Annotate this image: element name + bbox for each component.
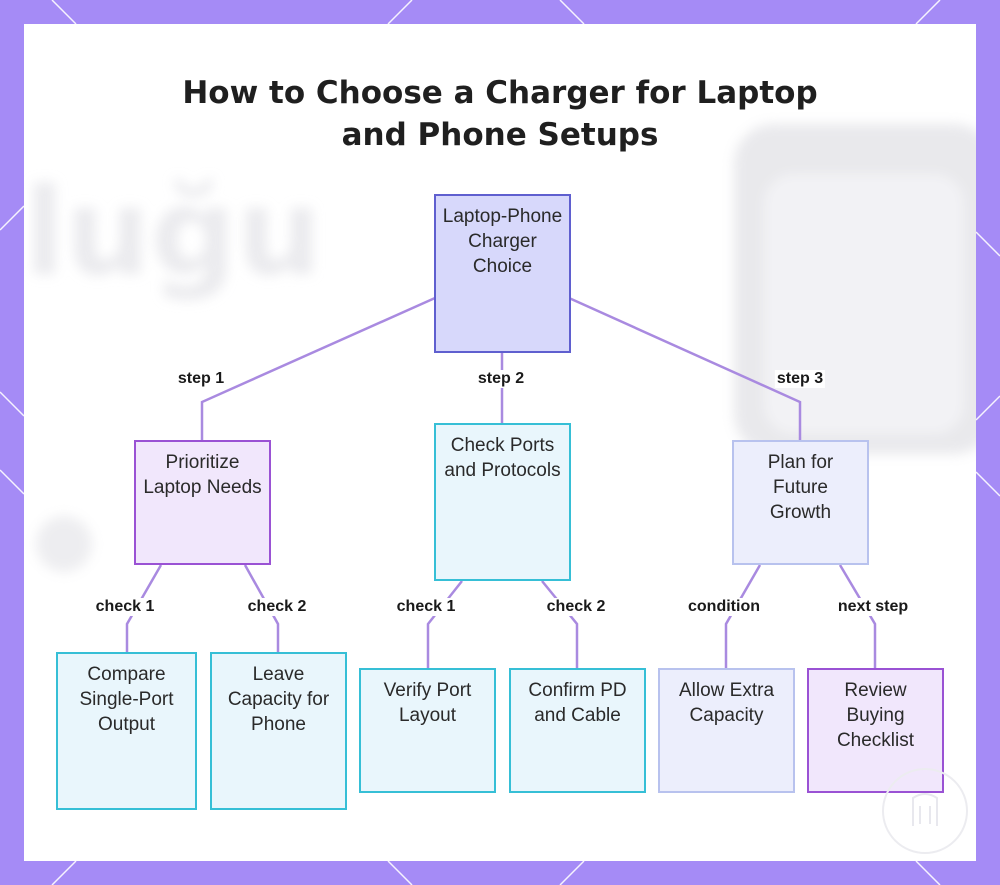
background-decoration: luğu — [24, 124, 976, 572]
node-label: Prioritize Laptop Needs — [143, 452, 262, 498]
edge-root-prioritize — [200, 296, 436, 440]
connector-lines — [125, 296, 877, 668]
edge-prioritize-leave — [243, 564, 280, 652]
node-allow-extra-capacity: Allow Extra Capacity — [658, 668, 795, 793]
node-review-buying-checklist: Review Buying Checklist — [807, 668, 944, 793]
edge-label-ports-check-1: check 1 — [394, 598, 458, 616]
node-label: Compare Single-Port Output — [79, 664, 174, 735]
edge-label-step-2: step 2 — [475, 370, 527, 388]
node-label: Verify Port Layout — [383, 680, 472, 726]
diagram-canvas: luğu How to Choose a Charger for Laptop … — [24, 24, 976, 861]
node-check-ports-and-protocols: Check Ports and Protocols — [434, 423, 571, 581]
node-compare-single-port-output: Compare Single-Port Output — [56, 652, 197, 810]
diagram-title: How to Choose a Charger for Laptop and P… — [24, 72, 976, 156]
edge-prioritize-compare — [125, 564, 163, 652]
edge-root-plan — [568, 296, 802, 440]
node-label: Plan for Future Growth — [767, 452, 834, 523]
edge-label-ports-check-2: check 2 — [544, 598, 608, 616]
edge-label-next-step: next step — [835, 598, 911, 616]
edge-ports-confirm — [541, 580, 579, 668]
watermark-logo-icon — [882, 768, 968, 854]
edge-label-prioritize-check-1: check 1 — [93, 598, 157, 616]
node-prioritize-laptop-needs: Prioritize Laptop Needs — [134, 440, 271, 565]
node-label: Confirm PD and Cable — [528, 680, 627, 726]
background-watermark-text: luğu — [24, 164, 322, 303]
node-confirm-pd-and-cable: Confirm PD and Cable — [509, 668, 646, 793]
edge-label-condition: condition — [686, 598, 762, 616]
node-label: Check Ports and Protocols — [444, 435, 561, 481]
edge-label-step-3: step 3 — [774, 370, 826, 388]
edge-label-prioritize-check-2: check 2 — [245, 598, 309, 616]
edge-plan-review — [838, 564, 877, 668]
node-leave-capacity-for-phone: Leave Capacity for Phone — [210, 652, 347, 810]
edge-plan-allow — [724, 564, 762, 668]
title-line-1: How to Choose a Charger for Laptop — [182, 75, 818, 111]
edge-label-step-1: step 1 — [175, 370, 227, 388]
node-plan-for-future-growth: Plan for Future Growth — [732, 440, 869, 565]
node-laptop-phone-charger-choice: Laptop-Phone Charger Choice — [434, 194, 571, 353]
title-line-2: and Phone Setups — [341, 117, 659, 153]
edge-ports-verify — [426, 580, 463, 668]
node-label: Laptop-Phone Charger Choice — [442, 206, 563, 277]
node-label: Allow Extra Capacity — [678, 680, 775, 726]
node-label: Leave Capacity for Phone — [227, 664, 330, 735]
node-label: Review Buying Checklist — [836, 680, 915, 751]
node-verify-port-layout: Verify Port Layout — [359, 668, 496, 793]
